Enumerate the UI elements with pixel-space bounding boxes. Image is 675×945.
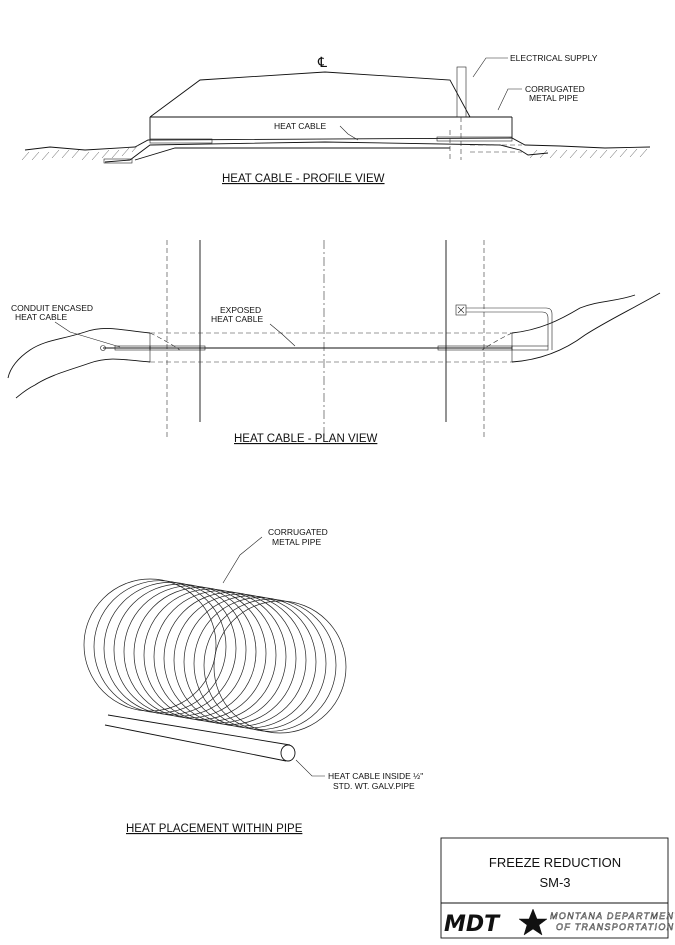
placement-view: CORRUGATED METAL PIPE HEAT CABLE INSIDE … <box>83 527 423 835</box>
sleeve-left-plan <box>149 345 206 351</box>
cable-sleeve-right <box>436 136 513 142</box>
mdt-star-icon <box>518 908 548 936</box>
dept-line-2: OF TRANSPORTATION <box>556 922 674 932</box>
label-conduit-2: HEAT CABLE <box>15 312 67 322</box>
channel-right-lower <box>511 292 661 363</box>
profile-view-title: HEAT CABLE - PROFILE VIEW <box>222 173 385 185</box>
pipe-ring <box>183 595 317 729</box>
centerline-symbol: ℄ <box>317 54 327 70</box>
road-embankment <box>149 71 471 118</box>
profile-view: ℄ ELECTRICAL SUPPLY CORRUGATED METAL PIP… <box>21 53 651 185</box>
wingwall-arcs <box>149 332 513 351</box>
title-block-frame <box>440 837 669 939</box>
galv-pipe-top <box>107 714 291 746</box>
cable-end-left <box>103 158 133 164</box>
label-exposed-2: HEAT CABLE <box>211 314 263 324</box>
ground-hatch-left <box>21 144 139 161</box>
title-block-title: FREEZE REDUCTION <box>489 855 621 870</box>
pipe-ring <box>143 588 277 722</box>
pipe-coils <box>83 578 347 734</box>
label-exposed-1: EXPOSED <box>220 305 261 315</box>
leader-exposed <box>269 323 296 347</box>
label-pipe-1: CORRUGATED <box>268 527 328 537</box>
cable-sleeve-left <box>149 138 213 144</box>
title-block: FREEZE REDUCTION SM-3 MDT MONTANA DEPART… <box>440 837 675 939</box>
pipe-ring <box>213 600 347 734</box>
supply-box <box>455 304 467 316</box>
pipe-ring <box>103 582 237 715</box>
label-corrugated-1: CORRUGATED <box>525 84 585 94</box>
label-conduit-1: CONDUIT ENCASED <box>11 303 93 313</box>
placement-title: HEAT PLACEMENT WITHIN PIPE <box>126 823 303 835</box>
channel-left-upper <box>7 328 151 379</box>
plan-view: CONDUIT ENCASED HEAT CABLE EXPOSED HEAT … <box>7 240 661 445</box>
leader-cable-inside <box>295 759 325 777</box>
label-pipe-2: METAL PIPE <box>272 537 321 547</box>
label-electrical-supply: ELECTRICAL SUPPLY <box>510 53 598 63</box>
pipe-ring <box>163 592 297 725</box>
channel-right-upper <box>511 294 636 334</box>
pipe-ring <box>93 580 227 714</box>
channel-left-lower <box>15 358 151 399</box>
heat-cable-profile <box>104 141 549 163</box>
cable-end-cap-left <box>100 345 106 351</box>
pipe-ring <box>203 598 337 732</box>
label-heat-cable: HEAT CABLE <box>274 121 326 131</box>
leader-corrugated <box>497 88 522 111</box>
pipe-ring <box>83 578 217 712</box>
label-cable-inside-1: HEAT CABLE INSIDE ½" <box>328 771 423 781</box>
mdt-logo: MDT <box>444 912 501 937</box>
dept-line-1: MONTANA DEPARTMENT <box>550 911 675 921</box>
conduit-right-plan <box>511 345 549 351</box>
leader-heat-cable <box>339 125 359 141</box>
electrical-post <box>456 66 467 118</box>
leader-conduit <box>54 321 121 348</box>
pipe-ring <box>193 597 327 730</box>
pipe-ring <box>173 593 307 727</box>
title-block-code: SM-3 <box>539 875 570 890</box>
leader-pipe <box>222 536 263 584</box>
galv-pipe-end <box>280 744 296 762</box>
supply-box-cross <box>457 306 465 314</box>
label-corrugated-2: METAL PIPE <box>529 93 578 103</box>
leader-electrical <box>472 57 508 78</box>
ground-hatch-right <box>529 148 648 159</box>
pipe-ring <box>123 585 257 719</box>
plan-view-title: HEAT CABLE - PLAN VIEW <box>234 433 378 445</box>
pipe-ring <box>153 590 287 724</box>
ground-left <box>24 137 651 151</box>
label-cable-inside-2: STD. WT. GALV.PIPE <box>333 781 415 791</box>
galv-pipe-bottom <box>104 724 287 762</box>
supply-conduit <box>466 307 553 350</box>
pipe-ring <box>113 583 247 717</box>
pipe-ring <box>133 587 267 720</box>
ground-lower <box>134 147 450 161</box>
